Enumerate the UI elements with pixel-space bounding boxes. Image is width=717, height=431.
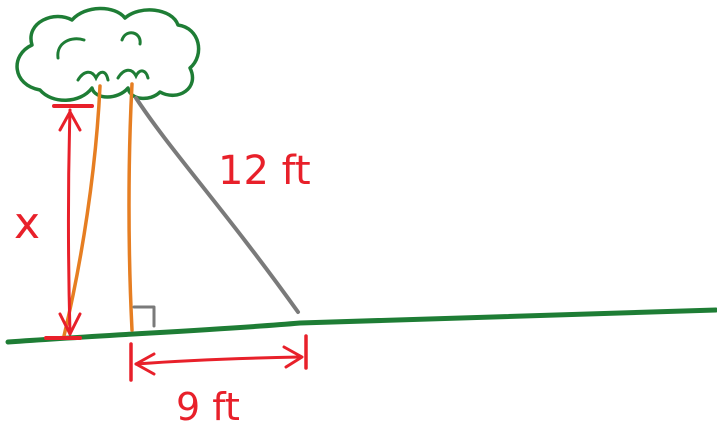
label-12ft: 12 ft	[218, 148, 311, 194]
tree-trunk-right	[127, 82, 134, 332]
base-arrow	[129, 334, 308, 382]
right-angle-marker-icon	[132, 305, 156, 328]
support-line-12ft	[134, 96, 300, 314]
label-9ft: 9 ft	[176, 385, 240, 429]
tree-canopy-icon	[15, 6, 201, 102]
ground-line	[5, 307, 717, 345]
height-arrow	[44, 104, 94, 340]
label-x: x	[14, 198, 40, 249]
